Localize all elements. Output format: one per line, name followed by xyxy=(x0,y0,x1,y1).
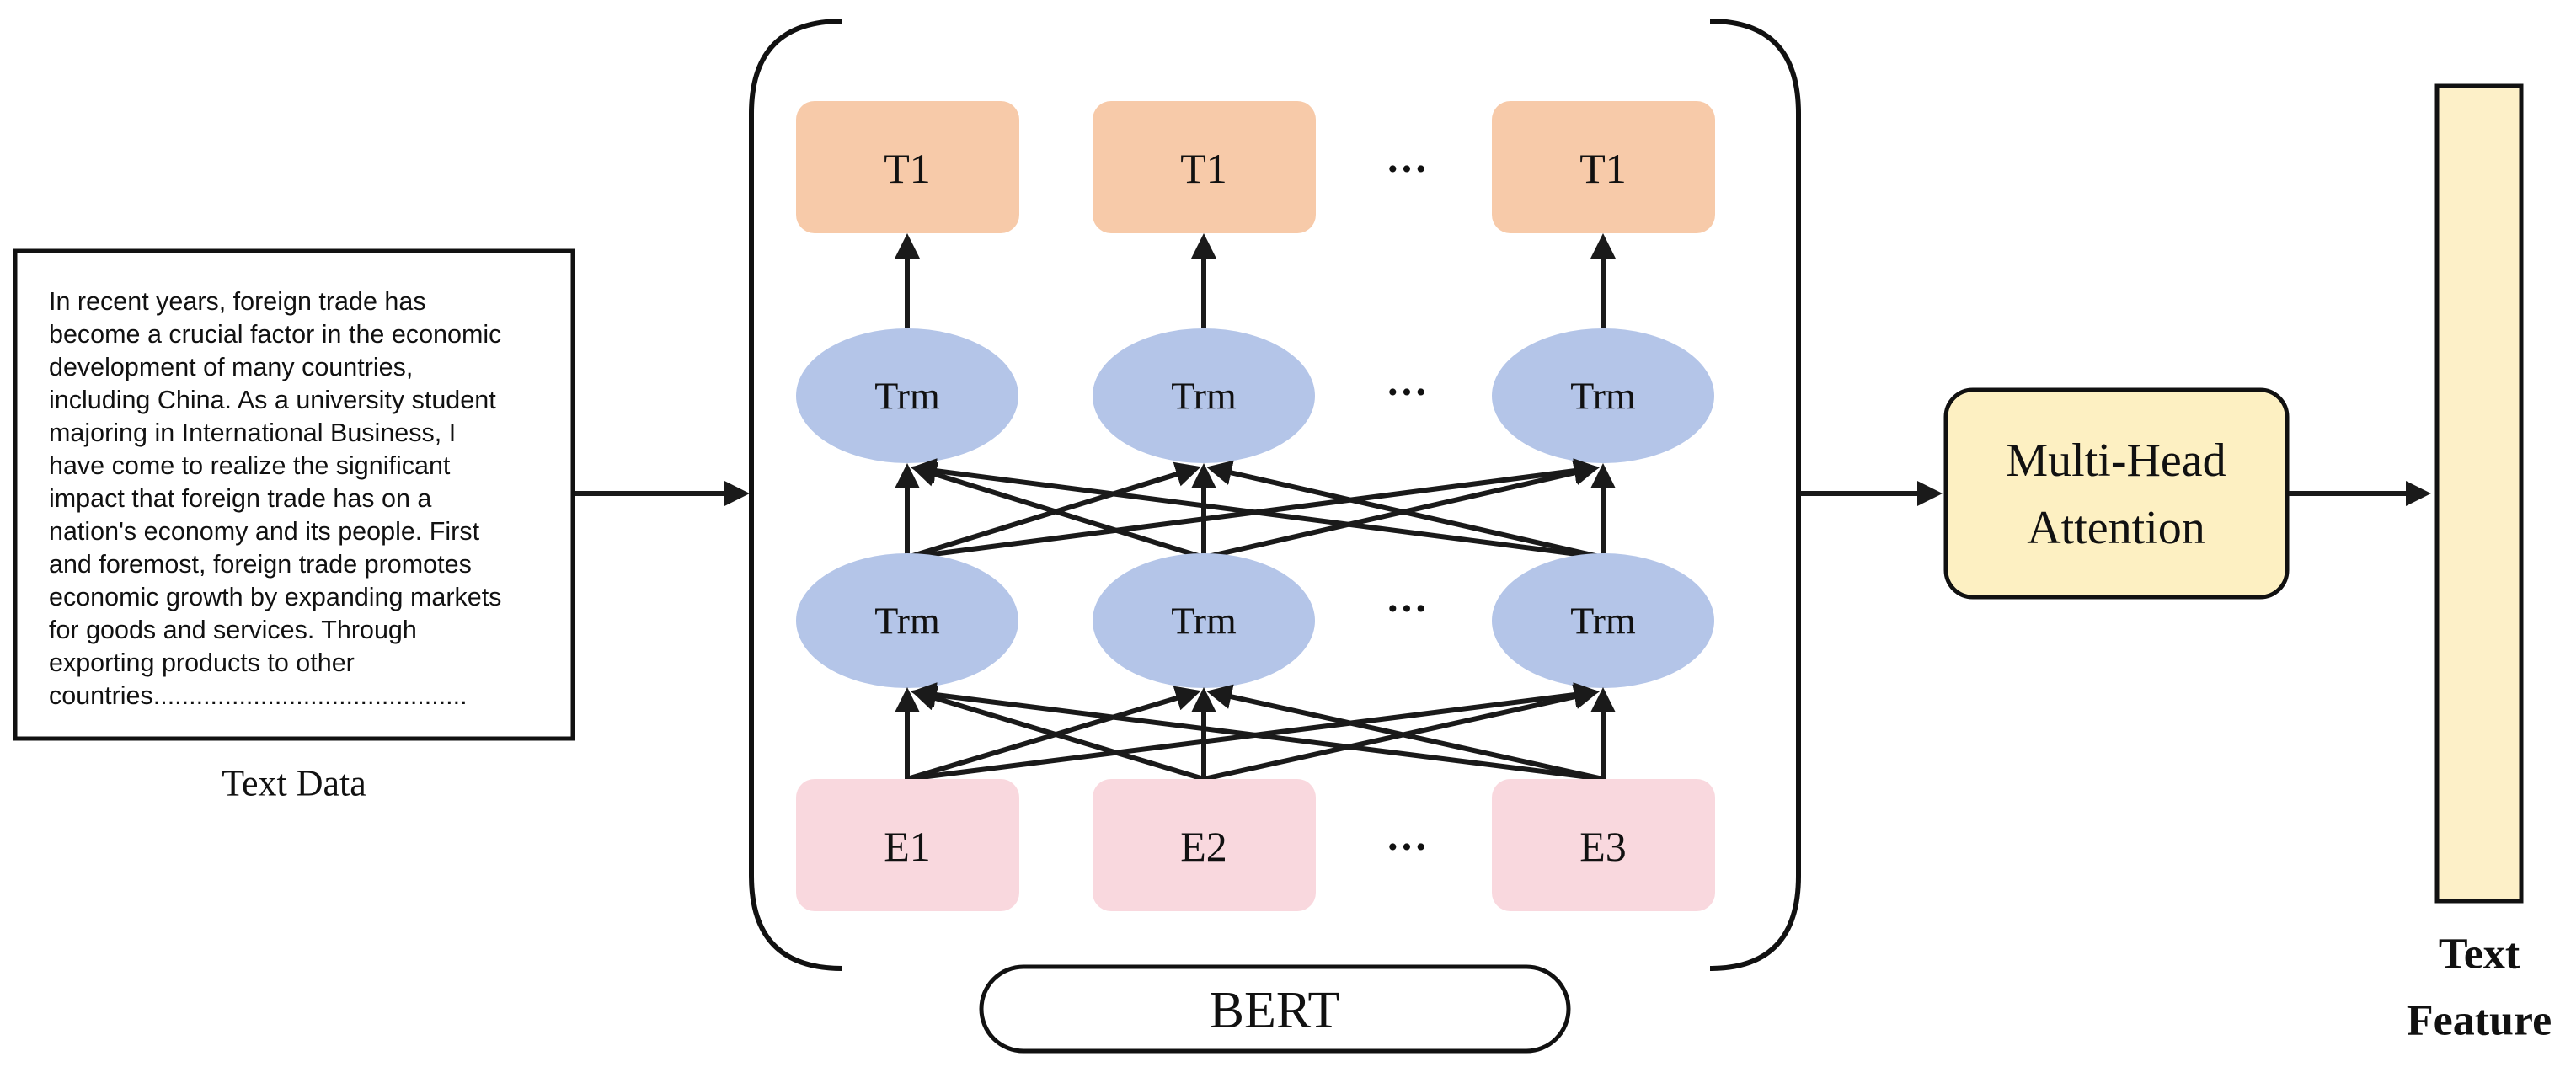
trm-label: Trm xyxy=(1171,600,1237,643)
trm-node xyxy=(1492,553,1714,688)
connection-arrow xyxy=(911,461,1205,560)
trm-label: Trm xyxy=(874,600,940,643)
trm-node xyxy=(1093,328,1315,463)
trm-connections-lower xyxy=(895,682,1616,782)
trm-layer-2: Trm Trm ··· Trm xyxy=(796,328,1714,463)
text-line: including China. As a university student xyxy=(49,386,496,414)
bert-label-pill xyxy=(979,964,1571,1054)
output-token-box xyxy=(1492,101,1715,233)
trm-label: Trm xyxy=(1570,375,1636,418)
trm-connections-upper xyxy=(895,458,1616,560)
input-text-panel: In recent years, foreign trade has becom… xyxy=(13,248,575,804)
input-text-box xyxy=(13,248,575,741)
connection-arrow xyxy=(1206,684,1604,782)
connection-arrow xyxy=(1206,460,1604,560)
ellipsis: ··· xyxy=(1386,145,1428,192)
output-token-label: T1 xyxy=(1579,145,1627,192)
output-token-box xyxy=(1093,101,1316,233)
text-line: become a crucial factor in the economic xyxy=(49,320,501,349)
embedding-label: E1 xyxy=(884,823,931,870)
text-line: exporting products to other xyxy=(49,648,355,677)
connection-arrow xyxy=(911,458,1604,560)
ellipsis: ··· xyxy=(1386,823,1428,870)
trm-label: Trm xyxy=(1171,375,1237,418)
trm-label: Trm xyxy=(874,375,940,418)
text-line: for goods and services. Through xyxy=(49,616,417,644)
text-line: nation's economy and its people. First xyxy=(49,517,480,546)
feature-label-line1: Text xyxy=(2439,931,2520,979)
input-caption: Text Data xyxy=(222,763,366,804)
embedding-box xyxy=(796,779,1019,911)
trm-node xyxy=(796,328,1018,463)
embedding-row: E1 E2 ··· E3 xyxy=(796,779,1715,911)
text-line: impact that foreign trade has on a xyxy=(49,484,431,513)
trm-node xyxy=(1093,553,1315,688)
text-line: countries...............................… xyxy=(49,681,468,710)
output-token-label: T1 xyxy=(884,145,931,192)
attention-label-line2: Attention xyxy=(2027,502,2205,554)
bert-label: BERT xyxy=(1210,982,1340,1039)
ellipsis: ··· xyxy=(1386,584,1428,632)
trm-label: Trm xyxy=(1570,600,1636,643)
embedding-box xyxy=(1492,779,1715,911)
text-line: economic growth by expanding markets xyxy=(49,583,501,611)
trm-node xyxy=(1492,328,1714,463)
multi-head-attention-box xyxy=(1943,387,2290,600)
embedding-box xyxy=(1093,779,1316,911)
output-token-row: T1 T1 ··· T1 xyxy=(796,101,1715,233)
trm-layer-1: Trm Trm ··· Trm xyxy=(796,553,1714,688)
text-line: have come to realize the significant xyxy=(49,451,451,480)
embedding-label: E3 xyxy=(1579,823,1627,870)
trm-node xyxy=(796,553,1018,688)
text-line: development of many countries, xyxy=(49,353,413,381)
bert-left-bracket xyxy=(749,19,843,971)
feature-label-line2: Feature xyxy=(2407,997,2552,1045)
output-token-box xyxy=(796,101,1019,233)
text-line: and foremost, foreign trade promotes xyxy=(49,550,472,579)
text-line: majoring in International Business, I xyxy=(49,419,456,447)
connection-arrow xyxy=(911,686,1205,782)
ellipsis: ··· xyxy=(1386,368,1428,415)
connection-arrow xyxy=(911,682,1604,782)
input-text-body: In recent years, foreign trade has becom… xyxy=(49,287,509,710)
bert-right-bracket xyxy=(1709,19,1801,971)
embedding-label: E2 xyxy=(1180,823,1227,870)
attention-label-line1: Multi-Head xyxy=(2006,435,2226,487)
text-line: In recent years, foreign trade has xyxy=(49,287,426,316)
text-feature-bar xyxy=(2434,83,2524,904)
output-token-label: T1 xyxy=(1180,145,1227,192)
